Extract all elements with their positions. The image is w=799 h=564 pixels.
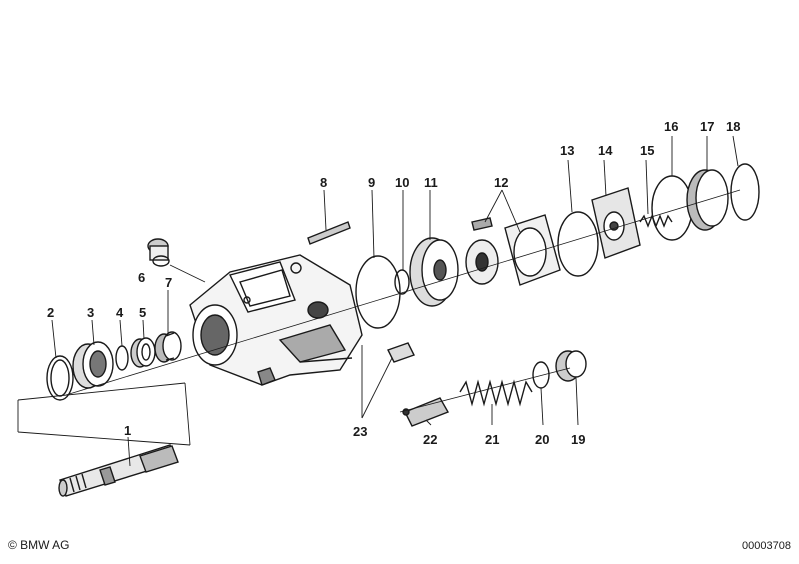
part-12-rotor <box>465 214 561 286</box>
callout-19: 19 <box>571 432 585 447</box>
callout-5: 5 <box>139 305 146 320</box>
callout-7: 7 <box>165 275 172 290</box>
part-1-input-shaft <box>58 444 179 497</box>
part-17-end-cover <box>686 169 729 231</box>
callout-13: 13 <box>560 143 574 158</box>
callout-9: 9 <box>368 175 375 190</box>
callout-3: 3 <box>87 305 94 320</box>
callout-labels: 1 2 3 4 5 6 7 8 9 10 11 12 13 14 15 16 1… <box>47 119 740 447</box>
callout-20: 20 <box>535 432 549 447</box>
part-11-cover <box>409 237 459 307</box>
part-10-ring <box>394 269 410 295</box>
callout-6: 6 <box>138 270 145 285</box>
part-22-valve-piston <box>402 397 450 427</box>
valve-axis <box>399 367 571 413</box>
leader-lines <box>51 135 739 467</box>
callout-8: 8 <box>320 175 327 190</box>
part-18-circlip <box>730 163 760 221</box>
assembly-axis <box>65 189 741 396</box>
callout-21: 21 <box>485 432 499 447</box>
part-6-plug <box>147 238 170 267</box>
plug-axis <box>169 264 206 283</box>
callout-16: 16 <box>664 119 678 134</box>
callout-4: 4 <box>116 305 124 320</box>
callout-23: 23 <box>353 424 367 439</box>
callout-11: 11 <box>424 175 438 190</box>
part-4-ring <box>115 345 129 371</box>
part-21-spring <box>459 379 533 407</box>
callout-10: 10 <box>395 175 409 190</box>
callout-1: 1 <box>124 423 131 438</box>
part-5-bush <box>130 337 156 368</box>
part-19-cap-nut <box>555 350 587 382</box>
callout-15: 15 <box>640 143 654 158</box>
part-2-snap-ring <box>46 355 74 401</box>
copyright-text: © BMW AG <box>8 538 70 552</box>
part-15-spring <box>639 214 673 228</box>
callout-18: 18 <box>726 119 740 134</box>
steering-box-housing <box>189 254 363 386</box>
part-13-o-ring <box>557 211 599 277</box>
callout-2: 2 <box>47 305 54 320</box>
part-9-o-ring <box>355 255 401 329</box>
part-3-bearing <box>72 341 114 389</box>
callout-17: 17 <box>700 119 714 134</box>
part-8-pin <box>307 221 351 245</box>
part-7-needle-bearing <box>154 331 182 363</box>
part-16-o-ring <box>651 175 693 241</box>
document-number: 00003708 <box>742 540 791 552</box>
callout-22: 22 <box>423 432 437 447</box>
callout-12: 12 <box>494 175 508 190</box>
part-14-pressure-plate <box>591 187 641 259</box>
part-20-seal <box>532 361 550 389</box>
assembly-bracket <box>17 382 191 446</box>
callout-14: 14 <box>598 143 613 158</box>
